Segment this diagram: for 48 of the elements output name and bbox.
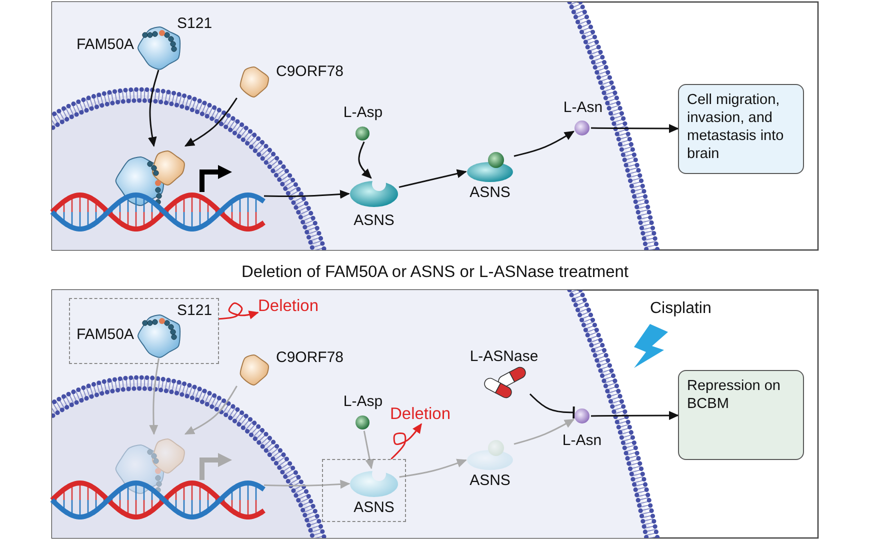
arrow xyxy=(363,430,374,470)
node-label: L-Asp xyxy=(343,393,383,411)
molecule-sphere xyxy=(574,408,590,424)
enzyme-drawing xyxy=(349,468,399,498)
node-label: L-Asn xyxy=(563,99,603,117)
node-label: ASNS xyxy=(354,499,394,517)
enzyme-drawing xyxy=(349,178,399,208)
dashed-box xyxy=(322,459,406,522)
arrow xyxy=(264,480,350,489)
arrow xyxy=(218,302,259,320)
node-label: ASNS xyxy=(470,472,510,490)
node-label: ASNS xyxy=(354,212,394,230)
node-label: FAM50A xyxy=(76,36,134,54)
node-label: L-ASNase xyxy=(470,348,538,366)
node-label: L-Asn xyxy=(562,432,602,450)
arrow xyxy=(184,98,238,147)
node-label: ASNS xyxy=(470,184,510,202)
drug-label: Cisplatin xyxy=(650,300,712,318)
inhibition-line xyxy=(529,393,575,420)
arrow xyxy=(148,70,160,147)
arrow xyxy=(390,423,422,460)
node-label: C9ORF78 xyxy=(276,63,344,81)
enzyme-drawing xyxy=(466,150,514,182)
deletion-label: Deletion xyxy=(258,296,338,316)
node-label: FAM50A xyxy=(76,326,134,344)
molecule-sphere xyxy=(355,126,370,141)
arrow xyxy=(399,458,467,478)
arrow xyxy=(591,124,679,134)
arrow xyxy=(264,190,350,199)
arrow xyxy=(358,142,372,179)
dashed-box xyxy=(69,298,219,364)
molecule-sphere xyxy=(574,120,590,136)
arrow xyxy=(398,169,467,188)
deletion-label: Deletion xyxy=(390,404,470,424)
node-label: L-Asp xyxy=(343,104,383,122)
outcome-box: Cell migration, invasion, and metastasis into brain xyxy=(678,84,804,174)
enzyme-drawing xyxy=(466,438,514,470)
arrow xyxy=(149,358,160,435)
node-label: S121 xyxy=(177,15,212,33)
arrow xyxy=(514,130,575,157)
node-label: C9ORF78 xyxy=(276,349,344,367)
molecule-sphere xyxy=(355,415,370,430)
arrow xyxy=(591,410,679,420)
outcome-box: Repression on BCBM xyxy=(678,370,804,460)
arrow xyxy=(184,386,238,435)
panel-heading: Deletion of FAM50A or ASNS or L-ASNase treatment xyxy=(241,263,629,281)
node-label: S121 xyxy=(177,302,212,320)
arrow xyxy=(514,418,575,445)
